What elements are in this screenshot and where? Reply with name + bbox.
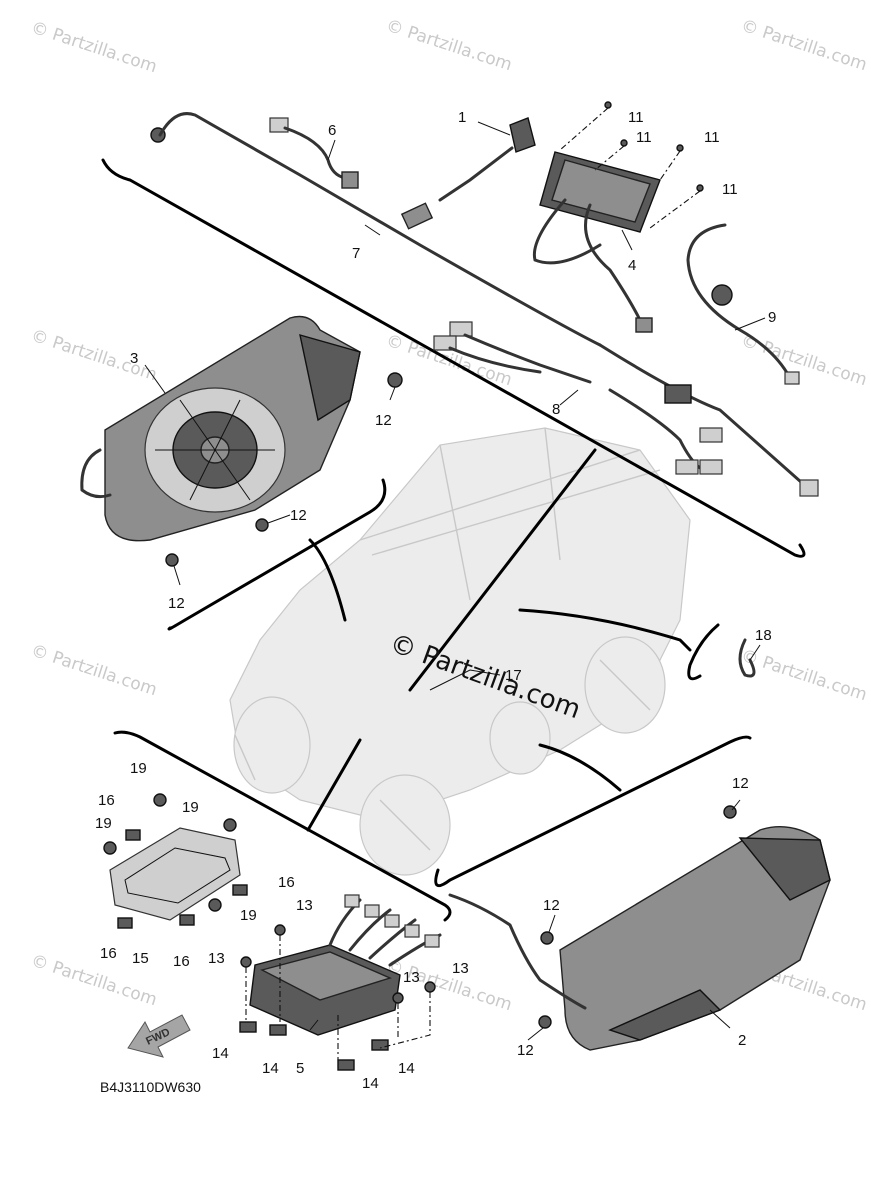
callout-6: 6 (328, 122, 336, 139)
callout-14: 14 (262, 1060, 279, 1077)
callout-11: 11 (628, 109, 644, 126)
callout-14: 14 (398, 1060, 415, 1077)
callout-1: 1 (458, 109, 466, 126)
separator-bottom-left (113, 730, 452, 922)
part-panel-4 (532, 151, 661, 333)
callout-7: 7 (352, 245, 360, 262)
callout-12: 12 (290, 507, 307, 524)
watermark: © Partzilla.com (28, 18, 159, 78)
callout-13: 13 (403, 969, 420, 986)
callout-18: 18 (755, 627, 772, 644)
part-fan-shroud-3 (80, 315, 361, 542)
diagram-code: B4J3110DW630 (100, 1079, 201, 1095)
part-ecu-5 (249, 894, 442, 1036)
callout-16: 16 (98, 792, 115, 809)
part-harness-6 (269, 117, 359, 189)
part-harness-8 (433, 321, 723, 475)
watermark: © Partzilla.com (738, 16, 869, 76)
watermark: © Partzilla.com (738, 646, 869, 706)
section-separators (101, 158, 806, 922)
separator-top (101, 158, 806, 558)
callout-11: 11 (636, 129, 652, 146)
forward-direction-arrow: FWD (127, 1014, 191, 1058)
watermark: © Partzilla.com (738, 331, 869, 391)
separator-left (167, 478, 387, 631)
callout-12: 12 (517, 1042, 534, 1059)
callout-2: 2 (738, 1032, 746, 1049)
callout-13: 13 (296, 897, 313, 914)
callouts: 1 11 11 11 11 6 7 4 9 3 12 8 12 12 18 17… (95, 109, 776, 1092)
callout-8: 8 (552, 401, 560, 418)
callout-4: 4 (628, 257, 636, 274)
part-bracket-15 (109, 827, 241, 921)
callout-19: 19 (130, 760, 147, 777)
watermark: © Partzilla.com (383, 16, 514, 76)
callout-5: 5 (296, 1060, 304, 1077)
callout-17: 17 (505, 667, 522, 684)
callout-12: 12 (543, 897, 560, 914)
part-switch-1 (400, 117, 536, 230)
watermark: © Partzilla.com (28, 326, 159, 386)
callout-16: 16 (100, 945, 117, 962)
callout-15: 15 (132, 950, 149, 967)
callout-14: 14 (362, 1075, 379, 1092)
callout-12: 12 (168, 595, 185, 612)
part-harness-9 (686, 223, 800, 385)
callout-19: 19 (95, 815, 112, 832)
watermark: © Partzilla.com (28, 641, 159, 701)
callout-19: 19 (240, 907, 257, 924)
callout-16: 16 (278, 874, 295, 891)
callout-13: 13 (452, 960, 469, 977)
callout-11: 11 (722, 181, 738, 198)
callout-13: 13 (208, 950, 225, 967)
callout-19: 19 (182, 799, 199, 816)
callout-12: 12 (732, 775, 749, 792)
callout-9: 9 (768, 309, 776, 326)
callout-12: 12 (375, 412, 392, 429)
callout-3: 3 (130, 350, 138, 367)
separator-bottom-right (434, 735, 752, 888)
part-fan-shroud-2 (448, 825, 831, 1051)
callout-11: 11 (704, 129, 720, 146)
leader-lines (144, 107, 766, 1060)
callout-16: 16 (173, 953, 190, 970)
callout-14: 14 (212, 1045, 229, 1062)
